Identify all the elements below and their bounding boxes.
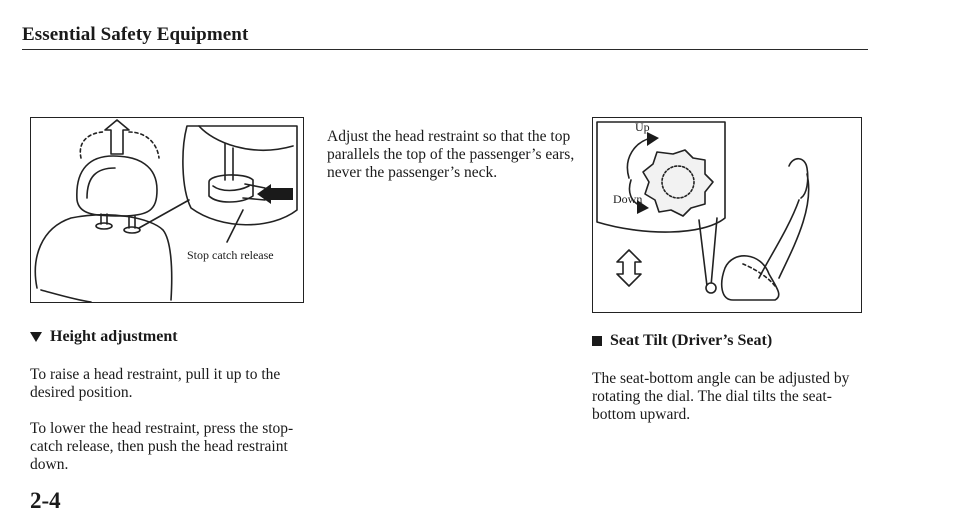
seat-tilt-text: The seat-bottom angle can be adjusted by… [592,370,850,423]
square-bullet-icon [592,336,602,346]
seat-tilt-title: Seat Tilt (Driver’s Seat) [610,332,773,349]
lower-instructions: To lower the head restraint, press the s… [30,420,294,473]
page-number: 2-4 [30,488,61,513]
seat-tilt-figure: Up Down [592,117,862,313]
raise-instructions: To raise a head restraint, pull it up to… [30,366,281,401]
head-restraint-figure: Stop catch release [30,117,304,303]
down-triangle-icon [30,332,42,342]
height-adjustment-heading: Height adjustment [30,328,178,346]
height-adjustment-title: Height adjustment [50,328,178,345]
section-header: Essential Safety Equipment [22,24,249,45]
up-label: Up [635,120,650,134]
seat-tilt-illustration [596,121,810,301]
header-rule [22,49,868,50]
down-label: Down [613,192,643,206]
seat-tilt-heading: Seat Tilt (Driver’s Seat) [592,332,772,350]
head-restraint-illustration [34,119,298,302]
head-restraint-adjust-text: Adjust the head restraint so that the to… [327,128,575,181]
stop-catch-release-label: Stop catch release [187,248,274,262]
